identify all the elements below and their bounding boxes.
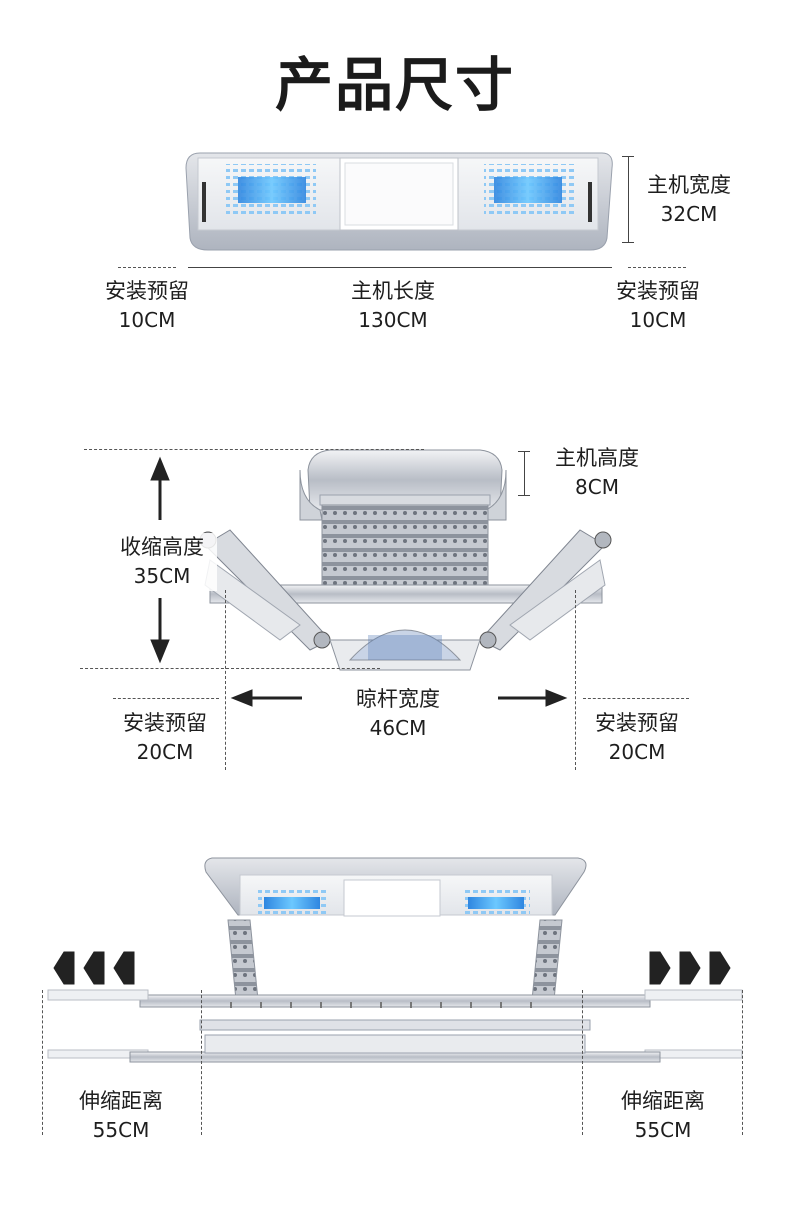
page-title: 产品尺寸 (274, 51, 515, 119)
rod-width-label: 晾杆宽度 46CM (356, 687, 440, 740)
extend-right-inner-line (582, 990, 583, 1135)
rod-right-line (575, 590, 576, 770)
side-view-illustration (199, 449, 612, 671)
dimension-arrows (53, 456, 731, 985)
extend-right-outer-line (742, 990, 743, 1135)
right-reserve-label-2: 安装预留 20CM (595, 711, 679, 764)
length-label: 主机长度 130CM (351, 279, 435, 332)
left-extend-label: 伸缩距离 55CM (79, 1089, 163, 1142)
right-reserve-line-2 (583, 698, 689, 699)
retract-height-label: 收缩高度 35CM (107, 533, 217, 591)
length-dimension-line (188, 267, 612, 268)
width-dimension-cap-bottom (622, 242, 634, 243)
host-height-cap-top (518, 451, 530, 452)
host-height-line (524, 451, 525, 495)
right-reserve-label: 安装预留 10CM (616, 279, 700, 332)
width-label: 主机宽度 32CM (647, 173, 731, 226)
retract-bottom-line (80, 668, 380, 669)
left-reserve-label: 安装预留 10CM (105, 279, 189, 332)
main-unit-top-view (185, 152, 613, 251)
left-reserve-line-2 (113, 698, 219, 699)
host-height-cap-bottom (518, 495, 530, 496)
width-dimension-cap-top (622, 156, 634, 157)
retract-top-line (84, 449, 424, 450)
rod-left-line (225, 590, 226, 770)
width-dimension-line (628, 156, 629, 242)
left-reserve-label-2: 安装预留 20CM (123, 711, 207, 764)
left-reserve-line (118, 267, 176, 268)
host-height-label: 主机高度 8CM (555, 446, 639, 499)
extend-left-inner-line (201, 990, 202, 1135)
right-extend-label: 伸缩距离 55CM (621, 1089, 705, 1142)
extended-view-illustration (47, 857, 743, 1063)
right-reserve-line (628, 267, 686, 268)
extend-left-outer-line (42, 990, 43, 1135)
